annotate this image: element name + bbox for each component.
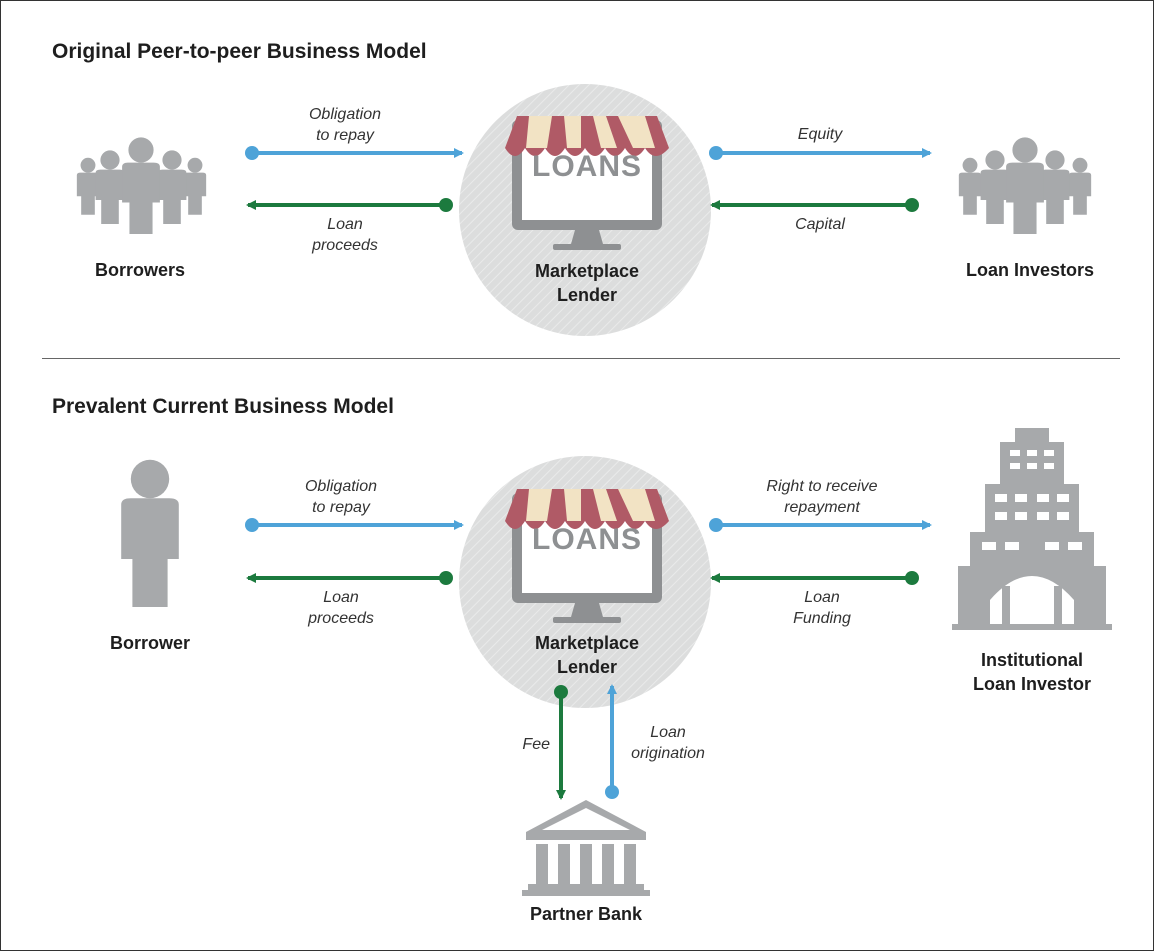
borrowers-label: Borrowers (94, 260, 186, 280)
flow-text: origination (631, 745, 705, 762)
flow-right-to-receive-repayment: Right to receive repayment (740, 476, 904, 518)
section-divider (42, 358, 1120, 359)
flow-text: to repay (316, 127, 374, 144)
flow-text: Funding (793, 610, 851, 627)
arrows-section-2 (245, 518, 932, 800)
arrows-section-1 (245, 146, 932, 212)
marketplace-lender-line2: Lender (556, 657, 617, 677)
marketplace-lender-line2: Lender (556, 285, 617, 305)
marketplace-lender-line1: Marketplace (534, 261, 640, 281)
flow-text: Loan (327, 216, 363, 233)
flow-text: Loan (804, 589, 840, 606)
flow-text: repayment (784, 499, 860, 516)
flow-text: Obligation (308, 106, 382, 123)
group-of-people-icon-right (958, 137, 1092, 234)
flow-capital: Capital (795, 216, 845, 233)
loan-investors-label: Loan Investors (965, 260, 1095, 280)
flow-text: to repay (312, 499, 370, 516)
flow-obligation-to-repay-2: Obligation to repay (276, 476, 406, 518)
institutional-line1: Institutional (981, 650, 1083, 670)
partner-bank-label: Partner Bank (529, 904, 643, 924)
store-sign-1: LOANS (532, 150, 642, 183)
flow-text: proceeds (312, 237, 378, 254)
flow-text: Loan (650, 724, 686, 741)
flow-text: proceeds (308, 610, 374, 627)
section-title-prevalent: Prevalent Current Business Model (52, 395, 394, 418)
flow-equity: Equity (797, 126, 843, 143)
marketplace-lender-label-1: Marketplace Lender (500, 259, 674, 307)
flow-loan-proceeds-1: Loan proceeds (280, 214, 410, 256)
flow-loan-origination: Loan origination (618, 722, 718, 764)
marketplace-lender-line1: Marketplace (534, 633, 640, 653)
institutional-loan-investor-label: Institutional Loan Investor (942, 648, 1122, 696)
flow-text: Right to receive (766, 478, 878, 495)
store-sign-2: LOANS (532, 523, 642, 556)
group-of-people-icon-left (76, 137, 207, 234)
flow-fee: Fee (522, 736, 550, 753)
flow-loan-proceeds-2: Loan proceeds (276, 587, 406, 629)
flow-obligation-to-repay-1: Obligation to repay (280, 104, 410, 146)
office-building-windows (982, 450, 1082, 624)
flow-loan-funding: Loan Funding (760, 587, 884, 629)
section-title-original: Original Peer-to-peer Business Model (52, 40, 427, 63)
marketplace-lender-label-2: Marketplace Lender (500, 631, 674, 679)
person-icon (121, 459, 179, 607)
institutional-line2: Loan Investor (972, 674, 1092, 694)
borrower-label: Borrower (109, 633, 190, 653)
flow-text: Obligation (304, 478, 378, 495)
flow-text: Loan (323, 589, 359, 606)
